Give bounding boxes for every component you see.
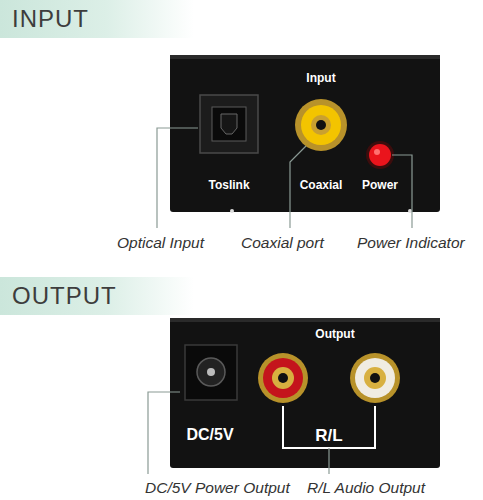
section-header: OUTPUT: [0, 277, 194, 315]
leader-line: [328, 448, 329, 474]
dc-jack: [185, 345, 237, 400]
port-name: Coaxial: [300, 178, 343, 192]
port-name: Toslink: [208, 178, 249, 192]
port-name: Power: [362, 178, 398, 192]
leader-line: [148, 392, 180, 474]
panel-edge: [170, 55, 440, 59]
panel-edge: [170, 318, 440, 322]
callout-label: Optical Input: [116, 234, 205, 252]
callout-label: Power Indicator: [356, 234, 466, 252]
panel-heading: Input: [306, 71, 335, 85]
callout-label: Coaxial port: [240, 234, 325, 252]
coaxial-jack: [295, 99, 347, 151]
panel-notch: [230, 209, 234, 213]
section-title: INPUT: [0, 0, 194, 38]
output-panel-housing: [170, 318, 440, 468]
device-panel: InputToslink Coaxial Power: [170, 55, 440, 212]
callout-label: DC/5V Power Output: [144, 479, 291, 497]
rca-jack-white: [350, 353, 400, 403]
port-name: DC/5V: [186, 426, 233, 444]
section-header: INPUT: [0, 0, 194, 38]
section-title: OUTPUT: [0, 277, 194, 315]
rca-jack-red: [258, 353, 308, 403]
leader-line: [157, 128, 198, 228]
toslink-port: [200, 95, 258, 153]
power-led: [366, 141, 394, 169]
callout-label: R/L Audio Output: [306, 479, 426, 497]
panel-heading: Output: [315, 327, 354, 341]
device-panel: OutputDC/5V R/L: [170, 318, 440, 468]
input-panel-housing: [170, 55, 440, 212]
port-name: R/L: [315, 426, 342, 446]
channel-bracket: [283, 406, 375, 448]
